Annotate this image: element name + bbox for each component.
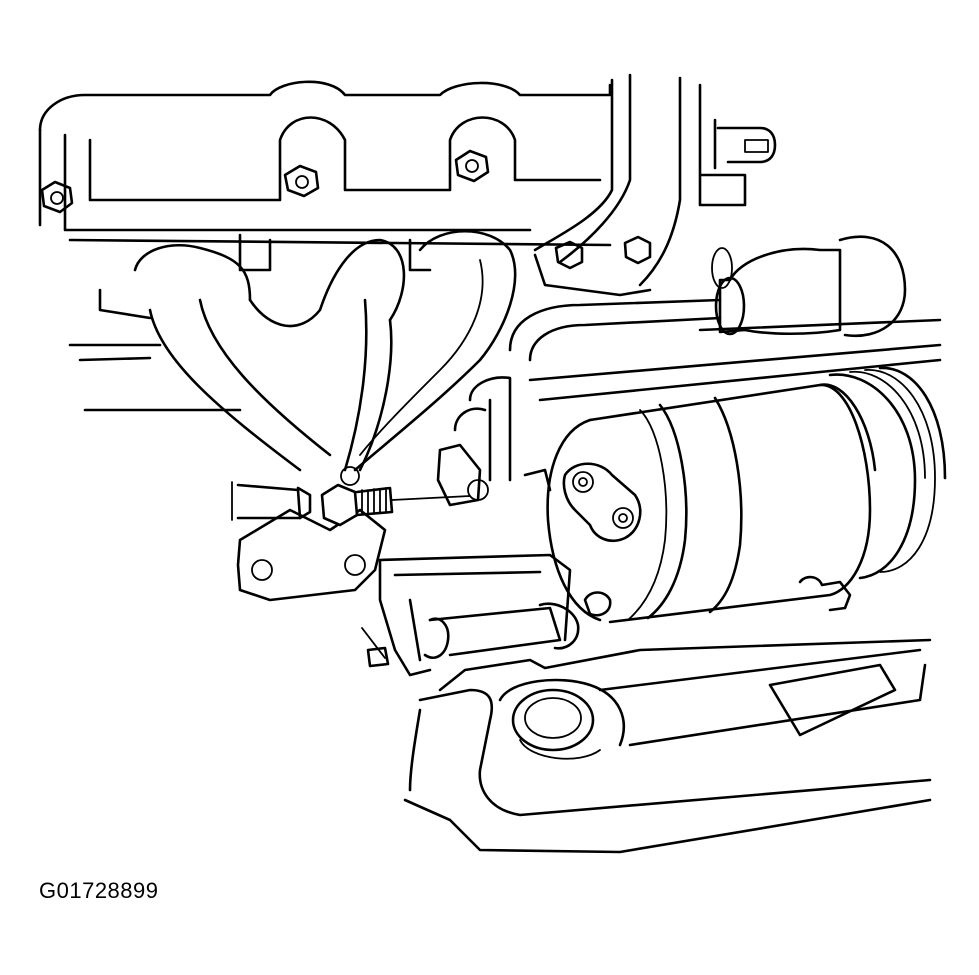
exhaust-manifold [98, 230, 517, 486]
manifold-flange [231, 481, 387, 602]
coolant-pipe [436, 235, 907, 507]
mounting-bolt [320, 483, 471, 527]
lower-cover [403, 638, 932, 854]
head-bolts [40, 149, 652, 270]
engine-block-lines [68, 318, 942, 412]
cylinder-head [38, 73, 747, 297]
ac-compressor [546, 366, 947, 624]
compressor-bracket [361, 553, 580, 677]
figure-id-label: G01728899 [39, 878, 159, 903]
sensor-connector [713, 118, 777, 170]
